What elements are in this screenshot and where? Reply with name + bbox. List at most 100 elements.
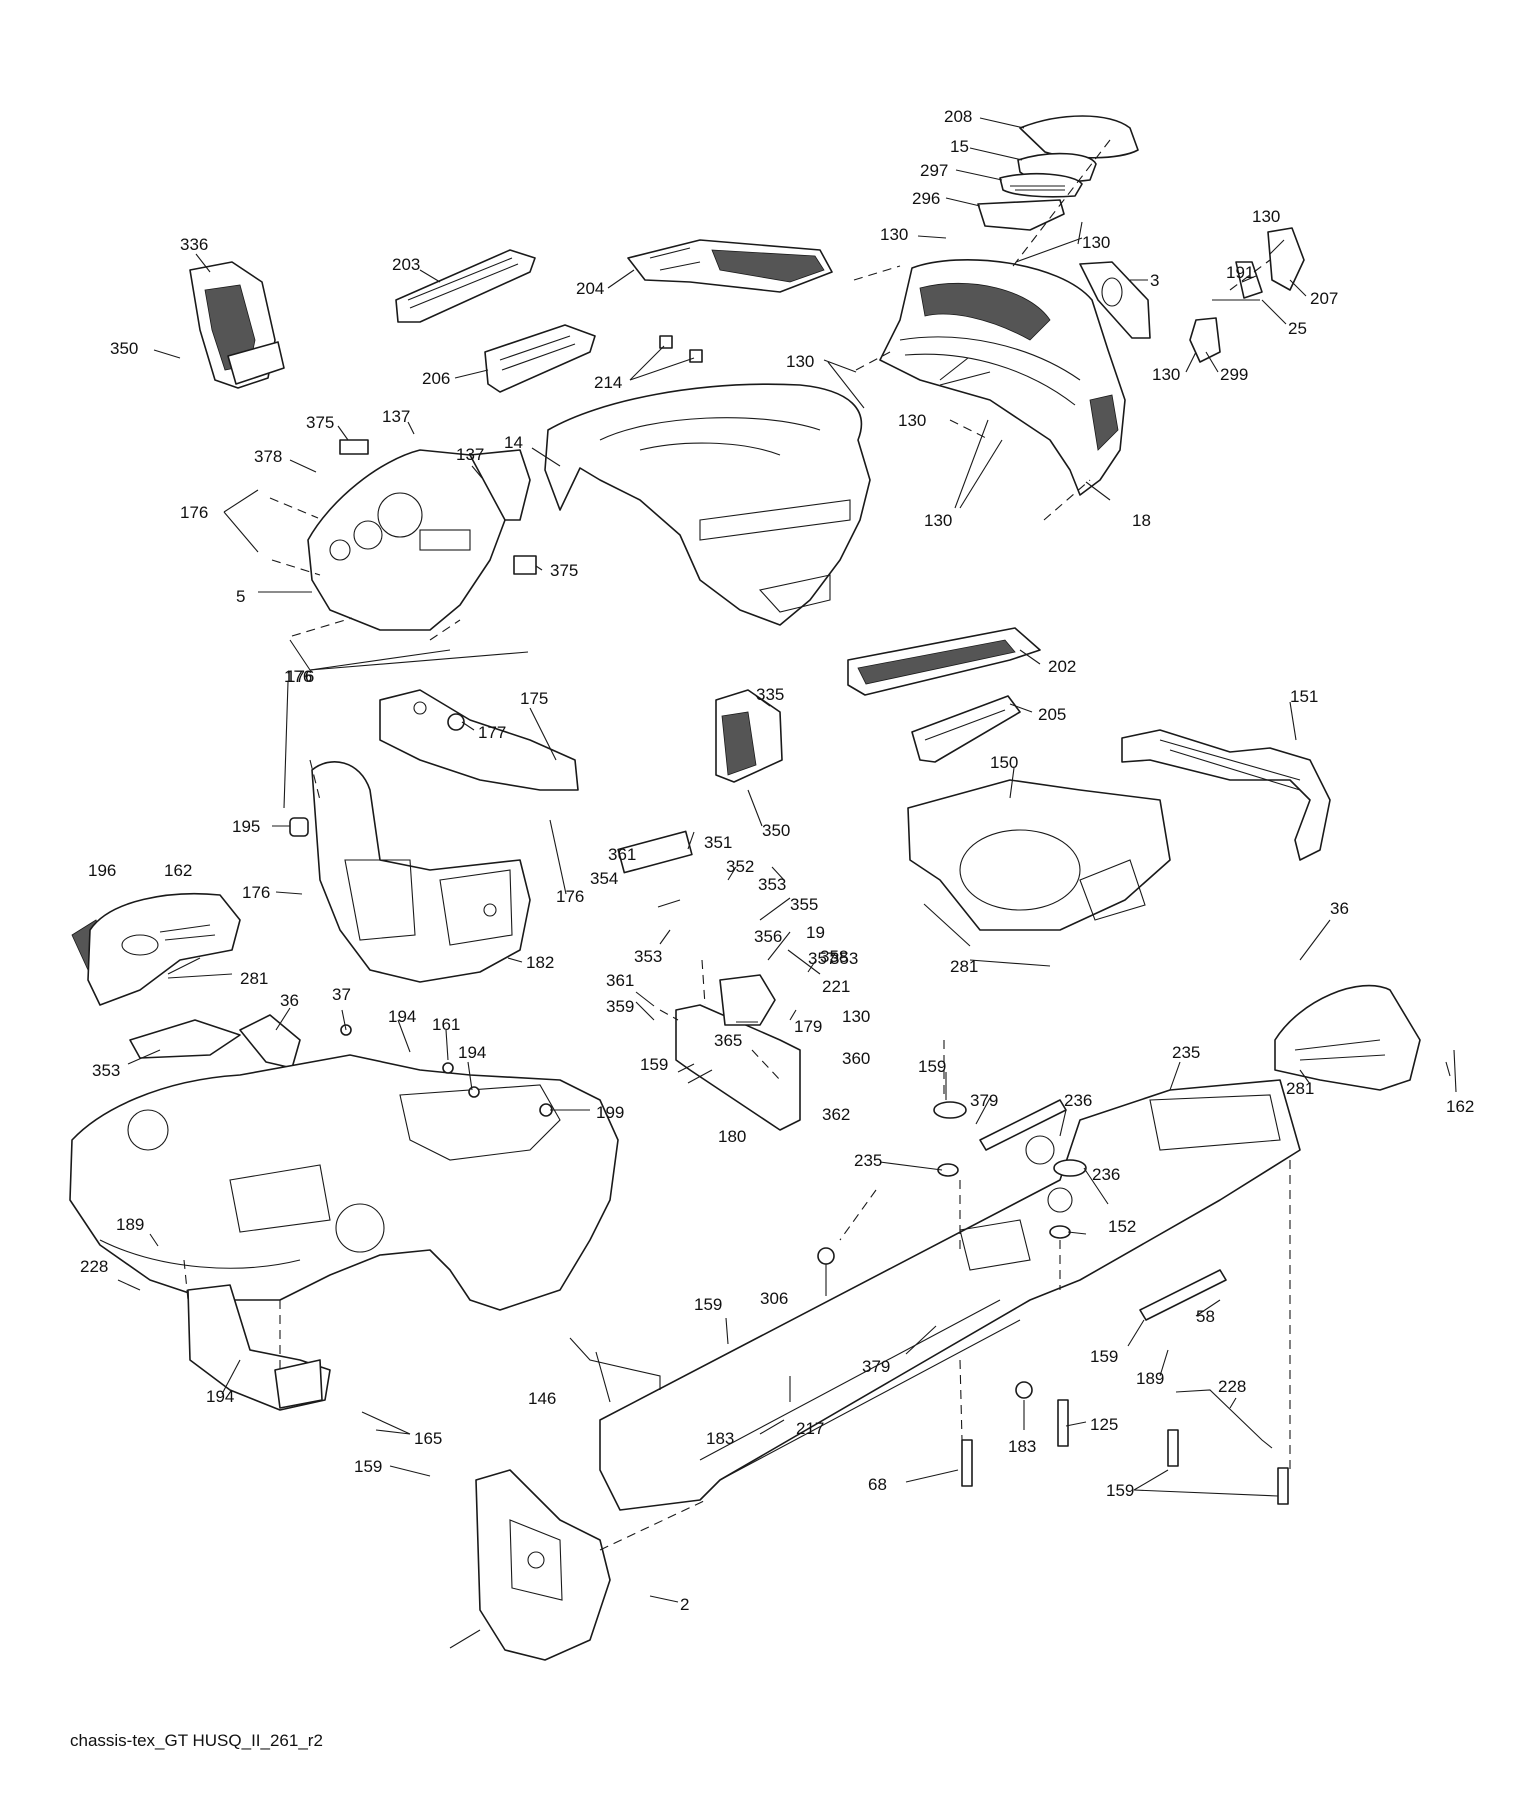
- part-hood-14: [544, 383, 871, 626]
- callout-label: 206: [422, 369, 450, 388]
- part-seat-bracket-152: [1274, 984, 1421, 1091]
- callout-label: 189: [116, 1215, 144, 1234]
- assembly-lines: [183, 139, 1291, 1551]
- part-195: [289, 817, 309, 837]
- callout-label: 175: [520, 689, 548, 708]
- callout-label: 182: [526, 953, 554, 972]
- callout-label: 236: [1092, 1165, 1120, 1184]
- callout-label: 159: [694, 1295, 722, 1314]
- part-206: [484, 324, 596, 393]
- callout-label: 150: [990, 753, 1018, 772]
- callout-label: 353: [758, 875, 786, 894]
- part-375-upper: [339, 439, 369, 455]
- part-clips-214: [659, 335, 703, 363]
- part-dashboard-5: [307, 449, 531, 631]
- callout-label: 221: [822, 977, 850, 996]
- callout-label: 235: [1172, 1043, 1200, 1062]
- callout-label: 14: [504, 433, 523, 452]
- callout-label: 281: [1286, 1079, 1314, 1098]
- part-grille-202: [847, 627, 1041, 696]
- callout-label: 361: [606, 971, 634, 990]
- callout-label: 228: [80, 1257, 108, 1276]
- callout-label: 152: [1108, 1217, 1136, 1236]
- callout-label: 236: [1064, 1091, 1092, 1110]
- callout-label: 162: [1446, 1097, 1474, 1116]
- callout-label: 151: [1290, 687, 1318, 706]
- callout-label: 362: [822, 1105, 850, 1124]
- callout-label: 350: [762, 821, 790, 840]
- part-236-b: [1049, 1225, 1071, 1239]
- callout-label: 207: [1310, 289, 1338, 308]
- callout-label: 361: [608, 845, 636, 864]
- part-375-lower: [513, 555, 537, 575]
- part-183-b: [1057, 1399, 1069, 1447]
- callout-label: 137: [456, 445, 484, 464]
- callout-label: 137: [382, 407, 410, 426]
- callout-label: 299: [1220, 365, 1248, 384]
- callout-label: 159: [918, 1057, 946, 1076]
- callout-label: 357: [808, 949, 836, 968]
- callout-label: 179: [794, 1017, 822, 1036]
- part-shapes: [69, 115, 1421, 1661]
- callout-label: 203: [392, 255, 420, 274]
- callout-label: 5: [236, 587, 245, 606]
- callout-label: 281: [950, 957, 978, 976]
- part-3: [1079, 261, 1151, 339]
- callout-label: 58: [1196, 1307, 1215, 1326]
- callout-label: 37: [332, 985, 351, 1004]
- callout-label: 297: [920, 161, 948, 180]
- callout-label: 130: [898, 411, 926, 430]
- callout-label: 68: [868, 1475, 887, 1494]
- callout-label: 204: [576, 279, 604, 298]
- callout-label: 159: [640, 1055, 668, 1074]
- part-front-bracket-2: [475, 1469, 611, 1661]
- callout-labels: 208 15 297 296 130 130 130 207 191 3 25 …: [80, 107, 1474, 1614]
- callout-label: 336: [180, 235, 208, 254]
- part-199: [129, 1019, 241, 1059]
- callout-label: 352: [726, 857, 754, 876]
- part-68-b: [1277, 1467, 1289, 1505]
- callout-label: 25: [1288, 319, 1307, 338]
- callout-label: 177: [478, 723, 506, 742]
- callout-label: 306: [760, 1289, 788, 1308]
- callout-label: 350: [110, 339, 138, 358]
- callout-label: 180: [718, 1127, 746, 1146]
- callout-label: 159: [354, 1457, 382, 1476]
- callout-label: 130: [1152, 365, 1180, 384]
- callout-label: 335: [756, 685, 784, 704]
- callout-label: 130: [1082, 233, 1110, 252]
- callout-label: 130: [924, 511, 952, 530]
- part-top-vent-stack: [977, 115, 1139, 231]
- part-fender-37: [69, 1054, 619, 1311]
- part-36-b: [468, 1086, 480, 1098]
- part-rod-217: [1175, 1389, 1273, 1449]
- drawing-caption: chassis-tex_GT HUSQ_II_261_r2: [70, 1731, 323, 1750]
- part-tray-360: [617, 830, 801, 1131]
- part-228-b: [1015, 1381, 1033, 1399]
- callout-label: 378: [254, 447, 282, 466]
- callout-label: 235: [854, 1151, 882, 1170]
- callout-label: 375: [306, 413, 334, 432]
- callout-label: 196: [88, 861, 116, 880]
- callout-label: 130: [1252, 207, 1280, 226]
- callout-label: 194: [206, 1387, 234, 1406]
- part-hood-top-204: [627, 239, 833, 293]
- callout-label: 19: [806, 923, 825, 942]
- callout-label: 205: [1038, 705, 1066, 724]
- callout-label: 353: [830, 949, 858, 968]
- callout-label: 146: [528, 1389, 556, 1408]
- callout-label: 176: [242, 883, 270, 902]
- callout-label: 130: [842, 1007, 870, 1026]
- callout-label: 2: [680, 1595, 689, 1614]
- callout-label: 208: [944, 107, 972, 126]
- callout-label: 195: [232, 817, 260, 836]
- callout-label: 365: [714, 1031, 742, 1050]
- part-161: [239, 1014, 301, 1069]
- callout-label: 176: [284, 667, 312, 686]
- callout-label: 159: [1106, 1481, 1134, 1500]
- part-console-196: [71, 892, 241, 1006]
- callout-label: 202: [1048, 657, 1076, 676]
- callout-label: 199: [596, 1103, 624, 1122]
- callout-label: 356: [754, 927, 782, 946]
